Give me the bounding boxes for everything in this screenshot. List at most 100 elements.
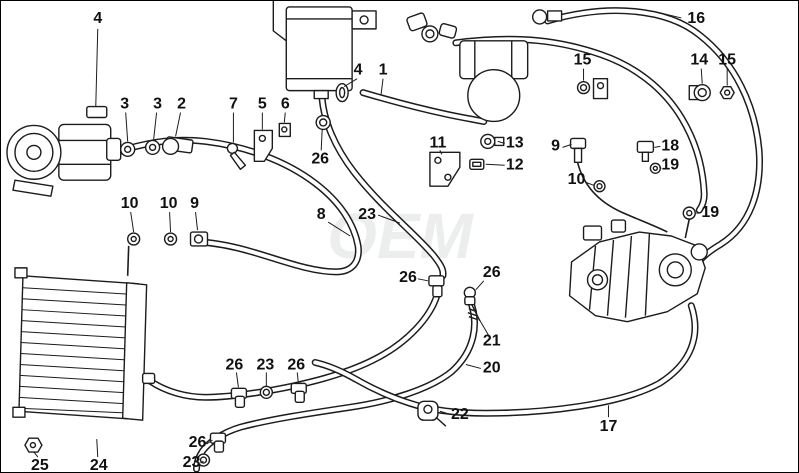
leader-line-25 bbox=[33, 451, 39, 458]
callout-label-22: 22 bbox=[451, 406, 469, 423]
cooler-line-fittings bbox=[126, 231, 209, 247]
pump-banjo-washers bbox=[120, 136, 194, 158]
callout-label-18: 18 bbox=[661, 137, 679, 154]
callout-label-2: 2 bbox=[177, 96, 186, 113]
hose-16-lower-core bbox=[453, 37, 707, 213]
screw-21 bbox=[467, 304, 481, 321]
leader-line-4 bbox=[343, 78, 358, 88]
callout-label-11: 11 bbox=[429, 134, 446, 151]
hose-8-core bbox=[114, 138, 361, 274]
callout-label-9: 9 bbox=[551, 137, 560, 154]
leader-line-19 bbox=[659, 166, 662, 169]
callout-label-17: 17 bbox=[600, 418, 618, 435]
leader-line-22 bbox=[439, 410, 451, 415]
leader-line-3 bbox=[153, 112, 158, 140]
bracket-screw-set bbox=[226, 122, 291, 170]
tandem-pump bbox=[406, 9, 563, 123]
washer-10-gear bbox=[593, 180, 606, 193]
callout-label-15: 15 bbox=[718, 52, 736, 69]
leader-line-6 bbox=[283, 112, 286, 123]
clamp-23-a bbox=[259, 385, 274, 400]
leader-line-9 bbox=[562, 143, 572, 148]
callout-label-23: 23 bbox=[256, 356, 274, 373]
callout-label-23: 23 bbox=[358, 206, 376, 223]
leader-line-16 bbox=[656, 11, 682, 19]
callout-label-3: 3 bbox=[153, 96, 162, 113]
seal-ring-4 bbox=[335, 82, 349, 103]
leader-line-21 bbox=[478, 318, 490, 336]
leader-line-20 bbox=[465, 363, 481, 369]
callout-label-19: 19 bbox=[661, 156, 679, 173]
leader-line-9 bbox=[195, 212, 199, 231]
callout-label-26: 26 bbox=[189, 434, 207, 451]
hose-23-upper-core bbox=[320, 97, 446, 278]
leader-line-26 bbox=[417, 278, 429, 282]
leader-line-11 bbox=[439, 150, 443, 155]
grommet-bracket-15 bbox=[576, 77, 609, 100]
leader-line-26 bbox=[296, 372, 299, 383]
callout-label-26: 26 bbox=[226, 356, 244, 373]
callout-label-25: 25 bbox=[31, 457, 49, 472]
leader-line-4 bbox=[95, 28, 99, 107]
callout-label-23: 23 bbox=[183, 454, 201, 471]
callout-label-20: 20 bbox=[483, 359, 501, 376]
callout-label-26: 26 bbox=[287, 356, 305, 373]
leader-line-24 bbox=[96, 439, 99, 458]
washer-19-a bbox=[649, 162, 662, 174]
oil-cooler bbox=[12, 267, 156, 421]
elbow-26-c bbox=[230, 387, 248, 408]
hose-23-lower-core bbox=[148, 293, 439, 400]
callout-label-6: 6 bbox=[281, 96, 290, 113]
leader-line-8 bbox=[327, 221, 351, 237]
callout-label-12: 12 bbox=[506, 156, 524, 173]
leader-line-26 bbox=[320, 129, 323, 151]
leader-line-2 bbox=[175, 112, 182, 137]
steering-gear bbox=[568, 219, 708, 323]
elbow-26-d bbox=[290, 382, 307, 403]
callout-label-3: 3 bbox=[120, 96, 129, 113]
callout-label-19: 19 bbox=[701, 204, 719, 221]
bushing-14 bbox=[688, 83, 711, 102]
grommet-13 bbox=[480, 133, 505, 150]
hose-bracket-11 bbox=[429, 151, 461, 187]
elbow-26-e bbox=[209, 432, 227, 453]
clamp-26-reservoir bbox=[315, 114, 331, 131]
elbow-26-mid bbox=[428, 275, 445, 298]
leader-line-10 bbox=[169, 212, 172, 233]
hoses-layer bbox=[113, 7, 764, 472]
pipes-layer bbox=[126, 162, 691, 276]
leader-line-13 bbox=[497, 140, 505, 144]
hose-16-upper-core bbox=[545, 8, 762, 266]
bolt-18 bbox=[636, 140, 655, 163]
leader-line-3 bbox=[125, 112, 129, 142]
hose-17-core bbox=[313, 303, 697, 416]
leader-line-12 bbox=[485, 163, 505, 166]
leader-line-26 bbox=[475, 280, 485, 291]
callout-label-5: 5 bbox=[258, 96, 267, 113]
washer-19-b bbox=[682, 206, 696, 220]
leader-line-10 bbox=[585, 181, 594, 186]
callout-label-8: 8 bbox=[317, 206, 326, 223]
leader-line-10 bbox=[130, 212, 135, 233]
callout-label-9: 9 bbox=[190, 195, 199, 212]
leader-line-18 bbox=[654, 145, 661, 148]
fluid-reservoir bbox=[272, 1, 377, 100]
callout-label-15: 15 bbox=[574, 52, 592, 69]
watermark: OEM bbox=[327, 200, 474, 272]
nut-15 bbox=[719, 85, 735, 100]
callout-label-14: 14 bbox=[690, 52, 708, 69]
callout-label-10: 10 bbox=[160, 195, 178, 212]
clip-12 bbox=[469, 158, 485, 170]
hose-20-core bbox=[194, 297, 477, 472]
leader-line-1 bbox=[380, 78, 384, 95]
clamp-22 bbox=[417, 400, 447, 427]
nut-25 bbox=[24, 437, 43, 453]
hose-1-suction-core bbox=[361, 90, 486, 124]
callout-label-4: 4 bbox=[354, 62, 363, 79]
leader-line-26 bbox=[235, 372, 239, 388]
callout-label-10: 10 bbox=[121, 195, 139, 212]
callout-label-16: 16 bbox=[687, 10, 705, 27]
